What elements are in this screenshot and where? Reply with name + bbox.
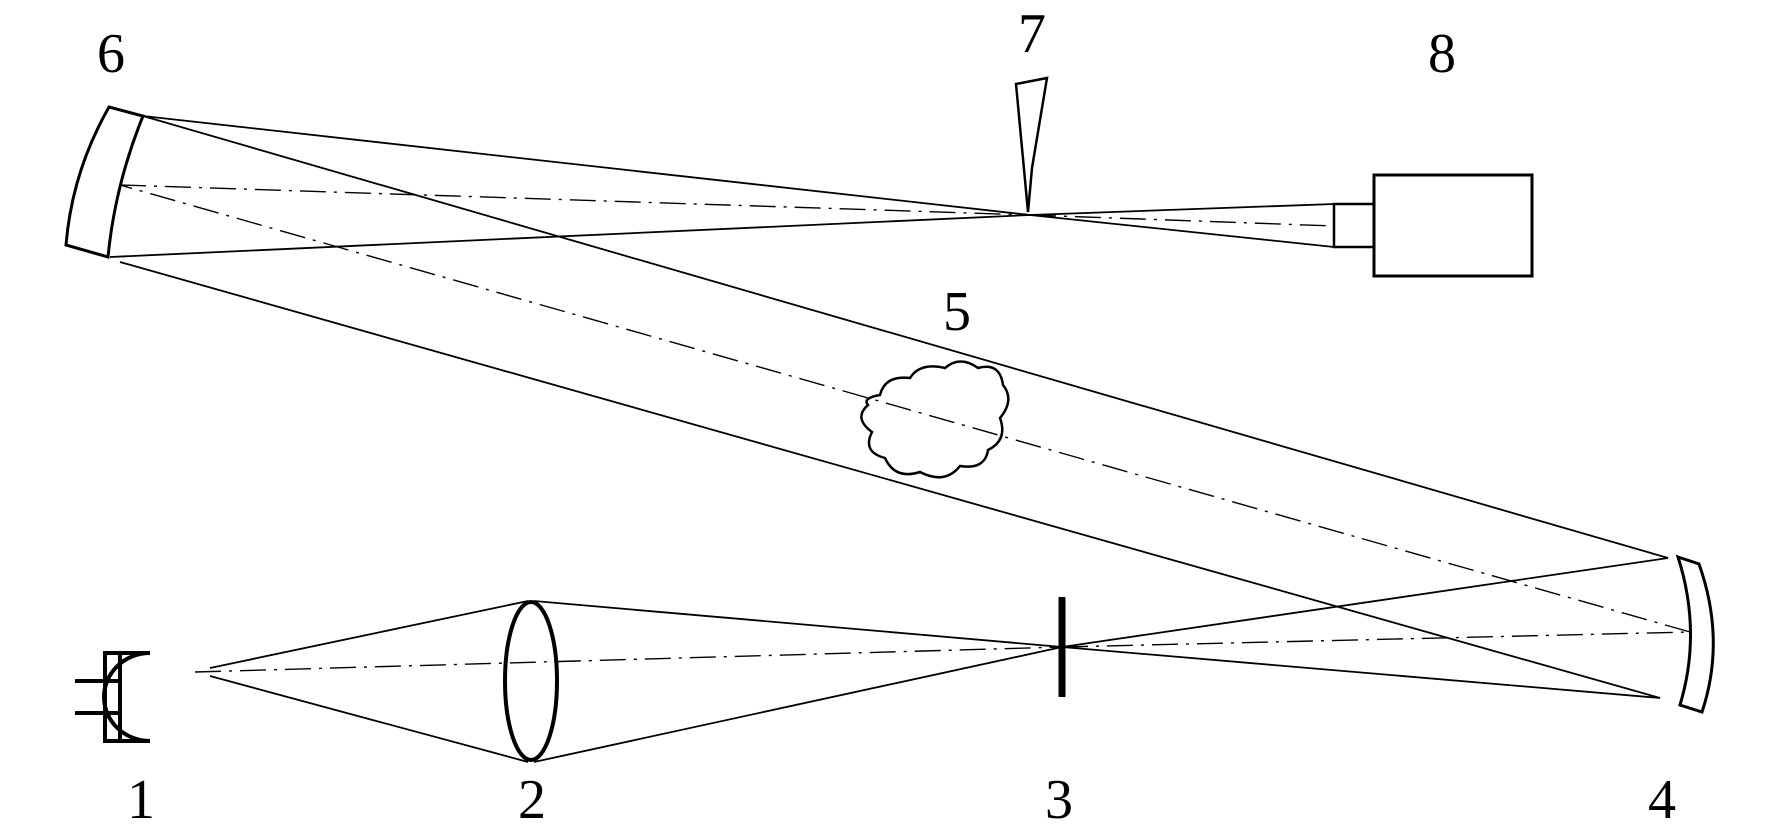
label-7: 7	[1018, 3, 1046, 65]
camera	[1332, 173, 1534, 278]
focusing-rays	[109, 115, 1335, 258]
condenser-lens	[503, 600, 559, 762]
label-1: 1	[127, 769, 155, 831]
label-6: 6	[97, 23, 125, 85]
illumination-rays	[194, 600, 1063, 763]
parallel-beam	[119, 115, 1691, 699]
label-5: 5	[943, 281, 971, 343]
concave-mirror-6	[64, 105, 146, 259]
slit-to-mirror-rays	[1061, 557, 1691, 699]
label-2: 2	[518, 769, 546, 831]
label-3: 3	[1045, 769, 1073, 831]
light-source	[75, 651, 151, 743]
label-4: 4	[1648, 769, 1676, 831]
label-8: 8	[1428, 23, 1456, 85]
test-object	[860, 360, 1010, 479]
concave-mirror-4	[1675, 554, 1715, 714]
knife-edge	[1014, 76, 1049, 213]
